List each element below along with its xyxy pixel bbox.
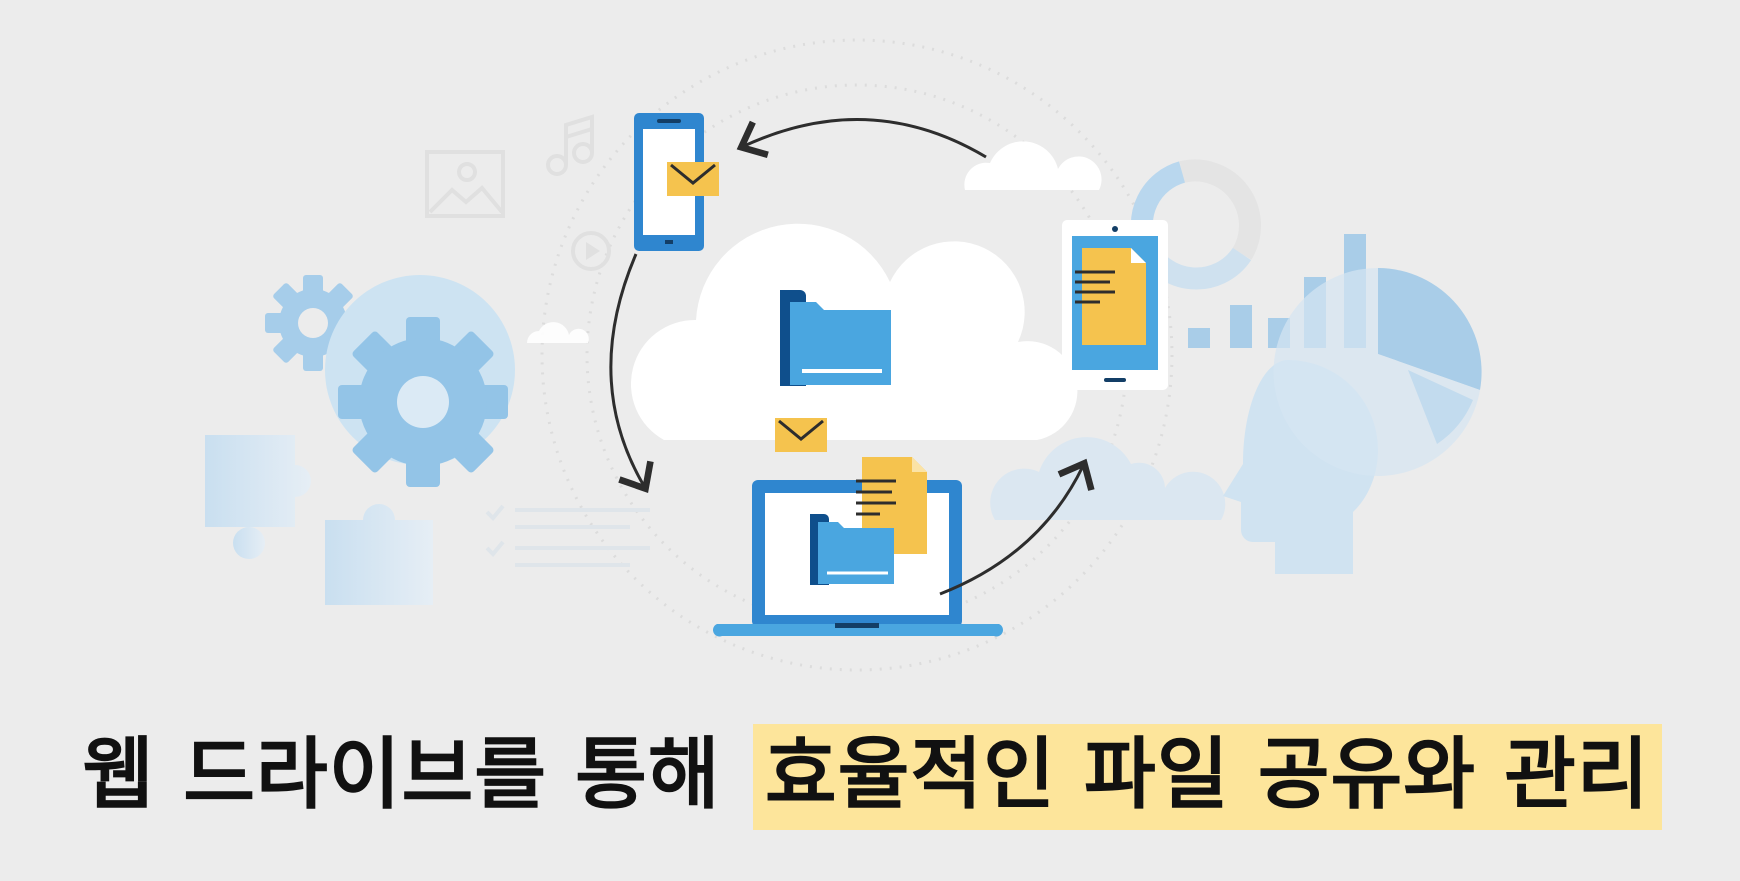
checklist-icon — [485, 504, 650, 567]
gear-icon — [325, 275, 515, 487]
envelope-icon — [667, 162, 719, 196]
play-icon — [571, 231, 611, 271]
cloud-icon — [527, 322, 589, 343]
cloud-icon — [990, 437, 1226, 520]
folder-icon — [780, 290, 891, 386]
folder-icon — [810, 514, 894, 585]
cloud-sync-illustration — [205, 38, 1482, 672]
image-icon — [425, 150, 505, 218]
document-icon — [1075, 248, 1146, 345]
pie-chart-icon — [1273, 267, 1482, 476]
headline-highlight: 효율적인 파일 공유와 관리 — [752, 724, 1662, 830]
headline-text: 웹 드라이브를 통해 — [82, 730, 721, 820]
puzzle-icon — [205, 435, 433, 605]
page-headline: 웹 드라이브를 통해 효율적인 파일 공유와 관리 — [0, 712, 1740, 830]
sync-arrows — [609, 118, 1095, 596]
cloud-icon — [964, 141, 1102, 190]
envelope-icon — [775, 418, 827, 452]
music-note-icon — [546, 114, 594, 176]
